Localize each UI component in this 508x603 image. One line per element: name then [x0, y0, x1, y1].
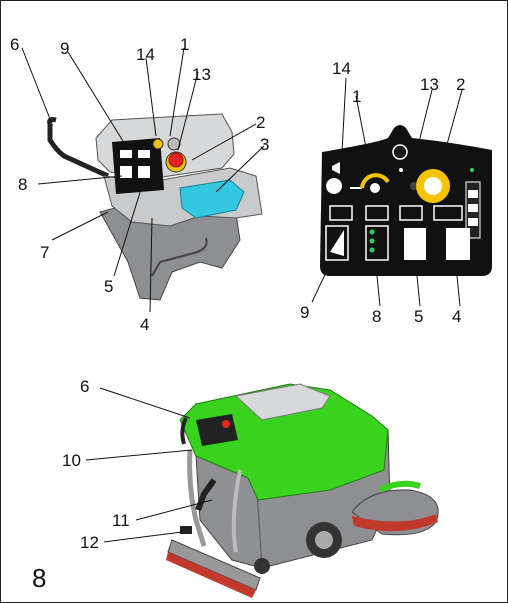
panel-callout-14: 14	[332, 59, 351, 78]
machine-callout-12: 12	[80, 533, 99, 552]
console-callout-8: 8	[18, 175, 27, 194]
console-callout-7: 7	[40, 243, 49, 262]
machine-callout-11: 11	[112, 511, 130, 530]
horn-button-icon	[326, 178, 342, 194]
speed-dial-icon	[360, 173, 390, 189]
panel-callout-8: 8	[372, 307, 381, 326]
console-callout-9: 9	[60, 39, 69, 58]
panel-callout-1: 1	[352, 87, 361, 106]
panel-callout-9: 9	[300, 303, 309, 322]
panel-callout-13: 13	[420, 75, 439, 94]
console-callout-2: 2	[256, 113, 265, 132]
console-illustration: 6 9 14 1 13 2 3 8 7 5 4	[10, 35, 269, 334]
button-5-icon	[404, 228, 426, 260]
console-callout-1: 1	[180, 35, 189, 54]
level-indicator-8-icon	[365, 225, 389, 261]
machine-callout-6: 6	[80, 377, 89, 396]
console-callout-6: 6	[10, 35, 19, 54]
panel-callout-5: 5	[414, 307, 423, 326]
level-indicator-9-icon	[325, 225, 349, 261]
emblem-icon	[392, 144, 408, 160]
panel-callout-4: 4	[452, 307, 461, 326]
machine-callout-10: 10	[62, 451, 81, 470]
console-callout-13: 13	[192, 65, 211, 84]
console-callout-5: 5	[104, 277, 113, 296]
figure-number: 8	[32, 563, 46, 593]
console-callout-3: 3	[260, 135, 269, 154]
console-callout-4: 4	[140, 315, 149, 334]
control-panel-diagram: 14 1 13 2 9 8 5 4	[300, 59, 492, 326]
console-callout-14: 14	[136, 45, 155, 64]
button-4-icon	[446, 228, 470, 260]
machine-illustration: 6 10 11 12	[62, 377, 439, 598]
panel-callout-2: 2	[456, 75, 465, 94]
